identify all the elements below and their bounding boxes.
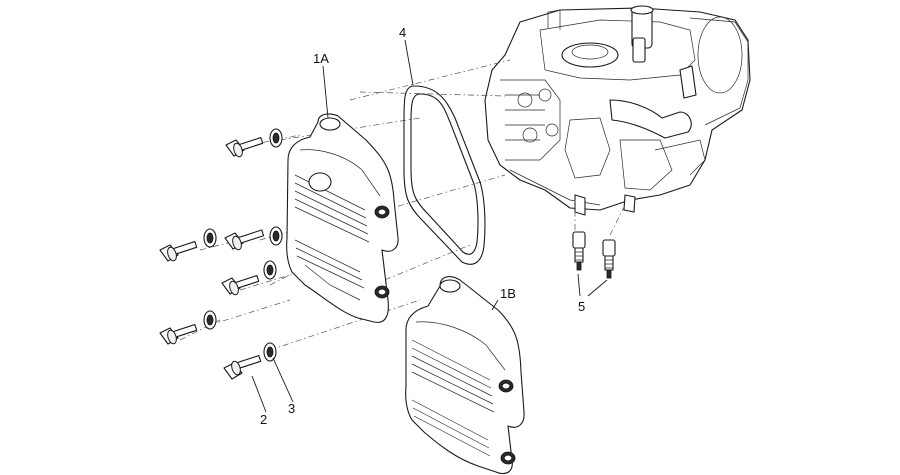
bolt <box>223 355 262 380</box>
callout-2: 2 <box>260 412 267 427</box>
gasket <box>403 85 486 265</box>
washer <box>203 228 217 248</box>
spark-plug <box>602 239 616 279</box>
washer <box>203 310 217 330</box>
engine-head-assembly <box>484 5 751 216</box>
bolt-group <box>159 137 265 380</box>
callouts: 1A 4 1B 2 3 5 <box>260 25 585 427</box>
callout-1b: 1B <box>500 286 516 301</box>
bolt <box>225 137 264 158</box>
spark-plug <box>572 231 586 271</box>
washer <box>263 260 277 280</box>
bolt <box>159 241 198 262</box>
valve-cover-1b <box>405 276 525 475</box>
washer <box>269 226 283 246</box>
washer <box>269 128 283 148</box>
callout-4: 4 <box>399 25 406 40</box>
bolt <box>224 229 265 251</box>
bolt <box>221 275 260 296</box>
bolt <box>159 324 198 345</box>
leader-lines <box>251 39 608 413</box>
washer <box>263 342 277 362</box>
callout-5: 5 <box>578 299 585 314</box>
washer-group <box>203 128 283 362</box>
callout-1a: 1A <box>313 51 329 66</box>
callout-3: 3 <box>288 401 295 416</box>
spark-plug-group <box>572 231 616 279</box>
valve-cover-1a <box>286 113 399 323</box>
